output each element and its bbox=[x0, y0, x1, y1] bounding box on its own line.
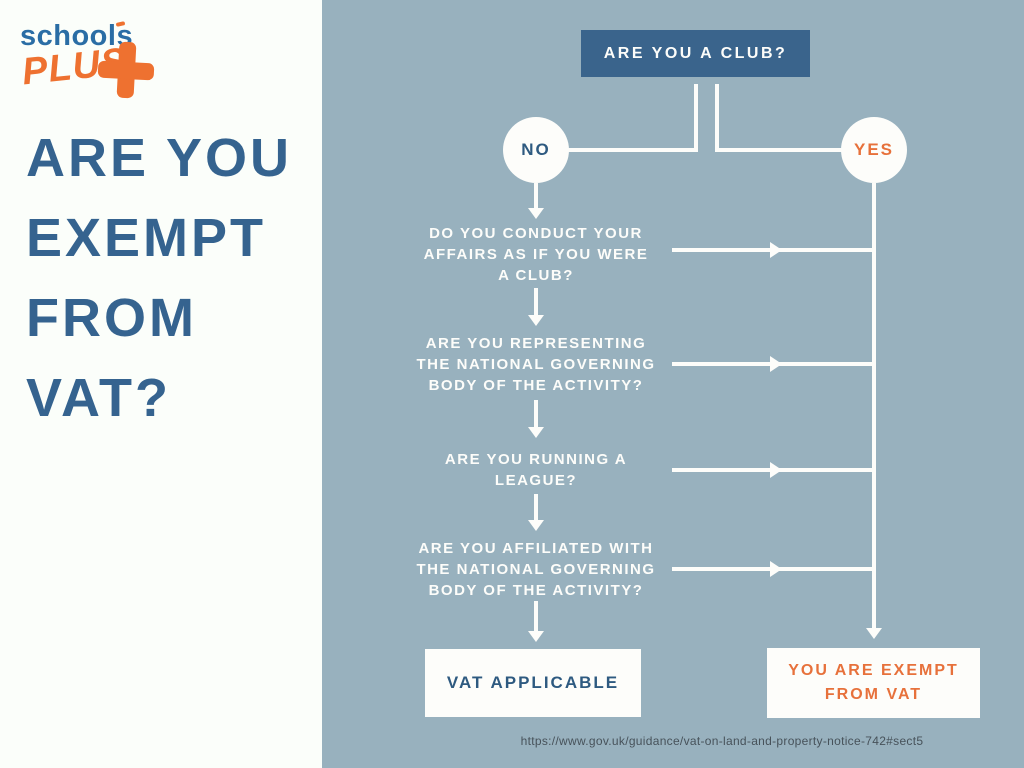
connector-line bbox=[534, 494, 538, 520]
connector-line bbox=[694, 84, 698, 152]
arrow-right-icon bbox=[770, 356, 782, 372]
arrow-right-icon bbox=[770, 242, 782, 258]
title-line: VAT? bbox=[26, 368, 171, 428]
arrow-down-icon bbox=[528, 208, 544, 219]
arrow-right-icon bbox=[770, 462, 782, 478]
root-question-box: ARE YOU A CLUB? bbox=[581, 30, 810, 77]
connector-line bbox=[534, 601, 538, 631]
question-3: ARE YOU RUNNING A LEAGUE? bbox=[444, 451, 628, 489]
no-branch-node: NO bbox=[503, 117, 569, 183]
arrow-down-icon bbox=[528, 315, 544, 326]
arrow-right-icon bbox=[770, 561, 782, 577]
connector-line bbox=[534, 400, 538, 427]
connector-line bbox=[534, 183, 538, 208]
left-panel: schools PLUS ARE YOU EXEMPT FROM VAT? bbox=[0, 0, 322, 768]
arrow-down-icon bbox=[866, 628, 882, 639]
arrow-down-icon bbox=[528, 631, 544, 642]
connector-line bbox=[715, 84, 719, 152]
page-title: ARE YOU EXEMPT FROM VAT? bbox=[26, 118, 292, 438]
outcome-vat-applicable: VAT APPLICABLE bbox=[425, 649, 641, 717]
title-line: FROM bbox=[26, 288, 197, 348]
outcome-exempt-from-vat: YOU ARE EXEMPT FROM VAT bbox=[767, 648, 980, 718]
title-line: ARE YOU bbox=[26, 128, 293, 188]
connector-line bbox=[872, 183, 876, 628]
connector-line bbox=[715, 148, 848, 152]
title-line: EXEMPT bbox=[26, 208, 267, 268]
connector-line bbox=[566, 148, 698, 152]
plus-icon bbox=[97, 41, 155, 99]
schoolsplus-logo: schools PLUS bbox=[20, 20, 170, 110]
arrow-down-icon bbox=[528, 520, 544, 531]
yes-branch-node: YES bbox=[841, 117, 907, 183]
arrow-down-icon bbox=[528, 427, 544, 438]
flowchart-panel: ARE YOU A CLUB? NO YES DO YOU CONDUCT YO… bbox=[322, 0, 1024, 768]
logo-schools-text: schools bbox=[20, 20, 134, 52]
question-4: ARE YOU AFFILIATED WITH THE NATIONAL GOV… bbox=[416, 540, 656, 599]
connector-line bbox=[534, 288, 538, 315]
question-1: DO YOU CONDUCT YOUR AFFAIRS AS IF YOU WE… bbox=[423, 225, 649, 284]
source-url: https://www.gov.uk/guidance/vat-on-land-… bbox=[520, 734, 924, 748]
question-2: ARE YOU REPRESENTING THE NATIONAL GOVERN… bbox=[416, 335, 656, 394]
